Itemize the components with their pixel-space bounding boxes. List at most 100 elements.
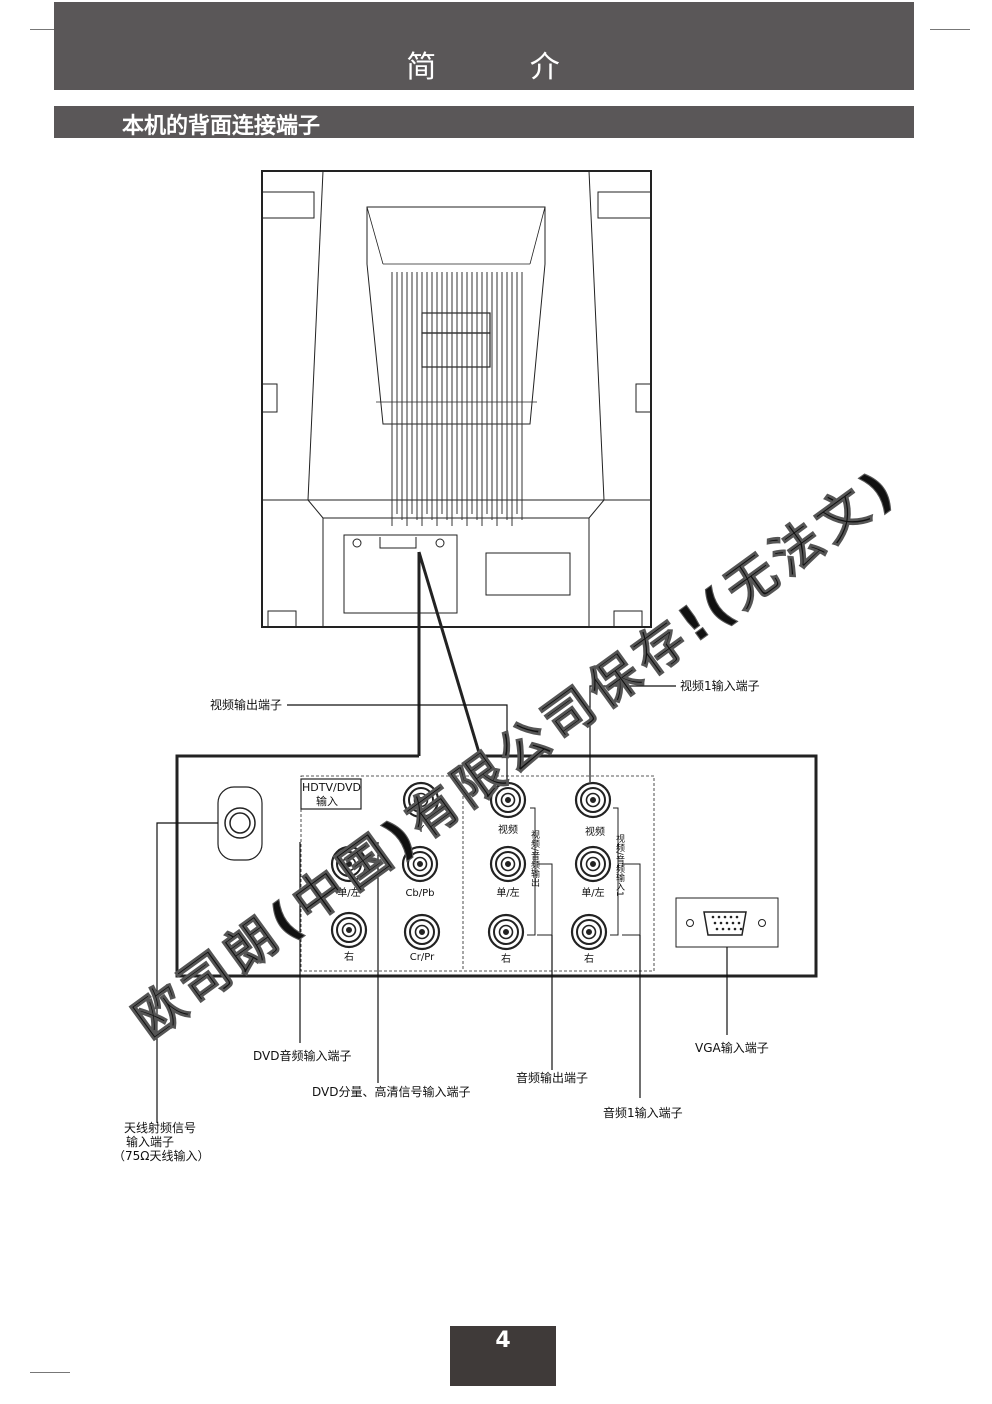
jack-ring [498, 924, 514, 940]
callout-labels: 视频输出端子 视频1输入端子 DVD音频输入端子 DVD分量、高清信号输入端子 … [113, 678, 769, 1163]
vga-pin [719, 921, 723, 925]
vga-pin [713, 921, 717, 925]
jack-ring [570, 913, 608, 951]
jack-ring [493, 919, 519, 945]
jack-ring [590, 861, 596, 867]
jack-ring [419, 929, 425, 935]
jack-ring [574, 781, 612, 819]
jack-label-right-2: 右 [501, 952, 511, 965]
callout-antenna-line1: 天线射频信号 [124, 1120, 196, 1135]
jack-ring [586, 929, 592, 935]
vga-pin [737, 921, 741, 925]
jack-ring [500, 792, 516, 808]
jack-mono-left-3 [574, 845, 612, 883]
jack-label-y: Y [417, 824, 425, 835]
rca-jack-group [330, 781, 612, 951]
hdtv-label-line2: 输入 [316, 794, 338, 808]
callout-antenna-line2: 输入端子 [126, 1134, 174, 1149]
vent-slots [391, 272, 523, 526]
jack-ring [413, 792, 429, 808]
jack-label-cr-pr: Cr/Pr [410, 952, 435, 963]
vga-pin [729, 915, 733, 919]
jack-ring [500, 856, 516, 872]
jack-ring [341, 856, 357, 872]
jack-labels: HDTV/DVD 输入 Y Cb/Pb Cr/Pr 单/左 右 视频 单/左 右… [302, 781, 625, 965]
jack-ring [574, 845, 612, 883]
jack-y [402, 781, 440, 819]
page-number-box: 4 [450, 1326, 556, 1386]
jack-label-cb-pb: Cb/Pb [405, 888, 434, 899]
jack-ring [341, 922, 357, 938]
section-bar: 本机的背面连接端子 [54, 106, 914, 139]
jack-ring [585, 856, 601, 872]
jack-right-3 [570, 913, 608, 951]
vga-pin [711, 915, 715, 919]
callout-video1-input: 视频1输入端子 [680, 678, 760, 693]
group-brackets [527, 807, 641, 936]
jack-ring [581, 924, 597, 940]
vertical-label-av-out: 视频/音频输出 [529, 829, 540, 888]
page-number: 4 [495, 1328, 511, 1353]
callout-antenna-line3: （75Ω天线输入） [113, 1148, 209, 1163]
jack-ring [336, 851, 362, 877]
jack-ring [407, 851, 433, 877]
jack-label-video-in: 视频 [585, 825, 605, 838]
jack-ring [489, 845, 527, 883]
jack-mono-left-1 [330, 845, 368, 883]
callout-leaders [156, 685, 728, 1123]
jack-label-video-out: 视频 [498, 823, 518, 836]
jack-ring [489, 781, 527, 819]
jack-ring [346, 861, 352, 867]
jack-right-1 [330, 911, 368, 949]
jack-ring [417, 861, 423, 867]
connector-panel [175, 551, 818, 978]
jack-ring [346, 927, 352, 933]
vga-pin [715, 927, 719, 931]
jack-ring [330, 845, 368, 883]
jack-ring [408, 787, 434, 813]
jack-ring [580, 851, 606, 877]
callout-video-output: 视频输出端子 [210, 697, 282, 712]
jack-label-mono-left-3: 单/左 [581, 886, 604, 899]
jack-ring [495, 787, 521, 813]
jack-ring [503, 929, 509, 935]
callout-dvd-audio-input: DVD音频输入端子 [253, 1048, 351, 1063]
vga-pin [733, 927, 737, 931]
vga-pin [723, 915, 727, 919]
hdtv-label-line1: HDTV/DVD [302, 781, 361, 794]
callout-vga-input: VGA输入端子 [695, 1040, 769, 1055]
vga-pin [735, 915, 739, 919]
jack-label-right-1: 右 [344, 950, 354, 963]
jack-ring [495, 851, 521, 877]
jack-ring [505, 861, 511, 867]
crop-mark [30, 29, 70, 30]
jack-cb-pb [401, 845, 439, 883]
vga-pin [731, 921, 735, 925]
jack-ring [576, 919, 602, 945]
jack-ring [401, 845, 439, 883]
jack-ring [590, 797, 596, 803]
jack-video-out [489, 781, 527, 819]
page-title: 简 介 [406, 50, 602, 85]
jack-ring [402, 781, 440, 819]
jack-cr-pr [403, 913, 441, 951]
callout-dvd-component-input: DVD分量、高清信号输入端子 [312, 1084, 470, 1099]
vga-pin [739, 927, 743, 931]
jack-ring [585, 792, 601, 808]
jack-ring [580, 787, 606, 813]
vga-pin [725, 921, 729, 925]
jack-ring [505, 797, 511, 803]
jack-ring [409, 919, 435, 945]
jack-label-right-3: 右 [584, 952, 594, 965]
vga-pin-array [711, 915, 743, 931]
tv-rear-view [261, 170, 652, 628]
jack-ring [403, 913, 441, 951]
jack-ring [412, 856, 428, 872]
crop-mark [930, 29, 970, 30]
crop-mark [30, 1372, 70, 1373]
callout-audio-output: 音频输出端子 [516, 1070, 588, 1085]
vga-pin [727, 927, 731, 931]
jack-label-mono-left-2: 单/左 [496, 886, 519, 899]
callout-audio1-input: 音频1输入端子 [603, 1105, 683, 1120]
